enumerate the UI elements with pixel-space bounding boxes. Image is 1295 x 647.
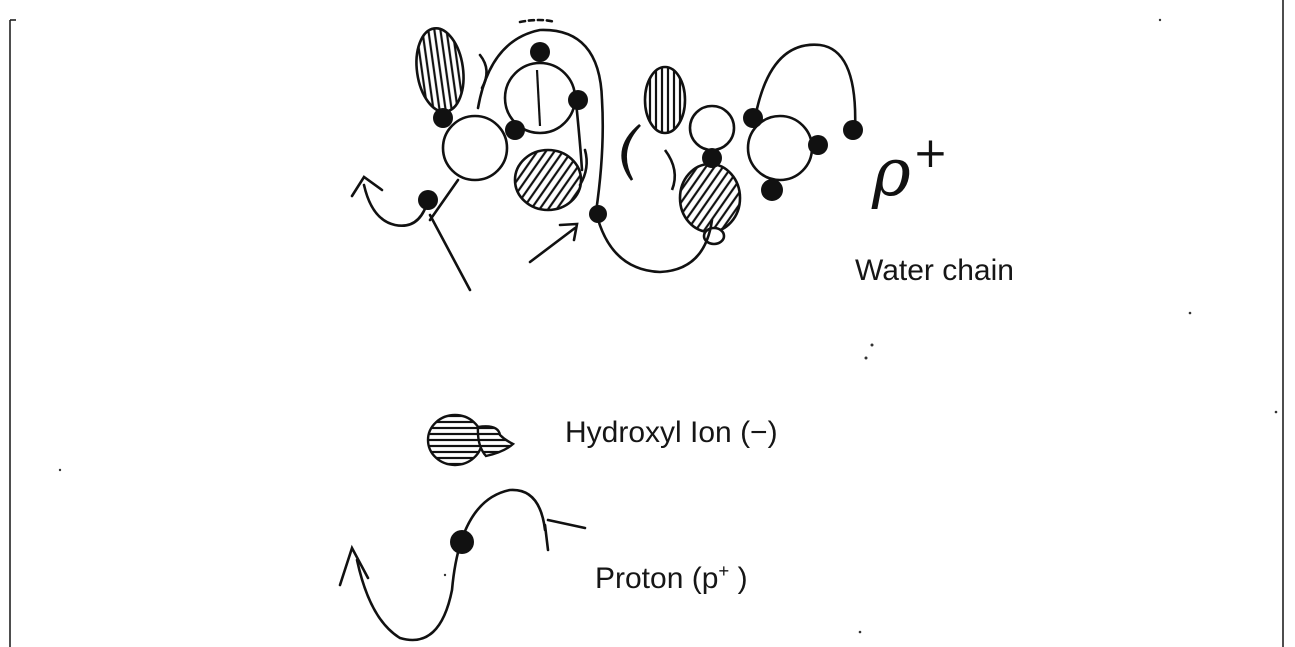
- proton-label: Proton (p+ ): [595, 560, 748, 596]
- proton-dot: [450, 530, 474, 554]
- proton-label-close: ): [729, 562, 747, 595]
- oxygen-atom: [443, 116, 507, 180]
- water-chain-label: Water chain: [855, 254, 1014, 288]
- hydroxyl-ion-label: Hydroxyl Ion (−): [565, 416, 778, 450]
- water-chain-molecules: [411, 25, 812, 244]
- oxygen-atom: [690, 106, 734, 150]
- hydroxyl-ion-icon: [428, 415, 513, 465]
- proton-label-text: Proton (p: [595, 562, 718, 595]
- hand-p: ρ: [872, 134, 911, 211]
- proton-label-sup: +: [718, 560, 729, 581]
- crescent-shape: [665, 150, 675, 190]
- hand-plus: +: [913, 128, 948, 177]
- hatched-atom: [645, 67, 685, 133]
- hatched-atom: [515, 150, 581, 210]
- hatched-atom: [411, 25, 468, 115]
- crescent-shape: [623, 125, 640, 180]
- hatched-atom: [680, 164, 740, 232]
- handwritten-proton-symbol: ρ+: [872, 120, 948, 206]
- proton-path: [340, 490, 585, 640]
